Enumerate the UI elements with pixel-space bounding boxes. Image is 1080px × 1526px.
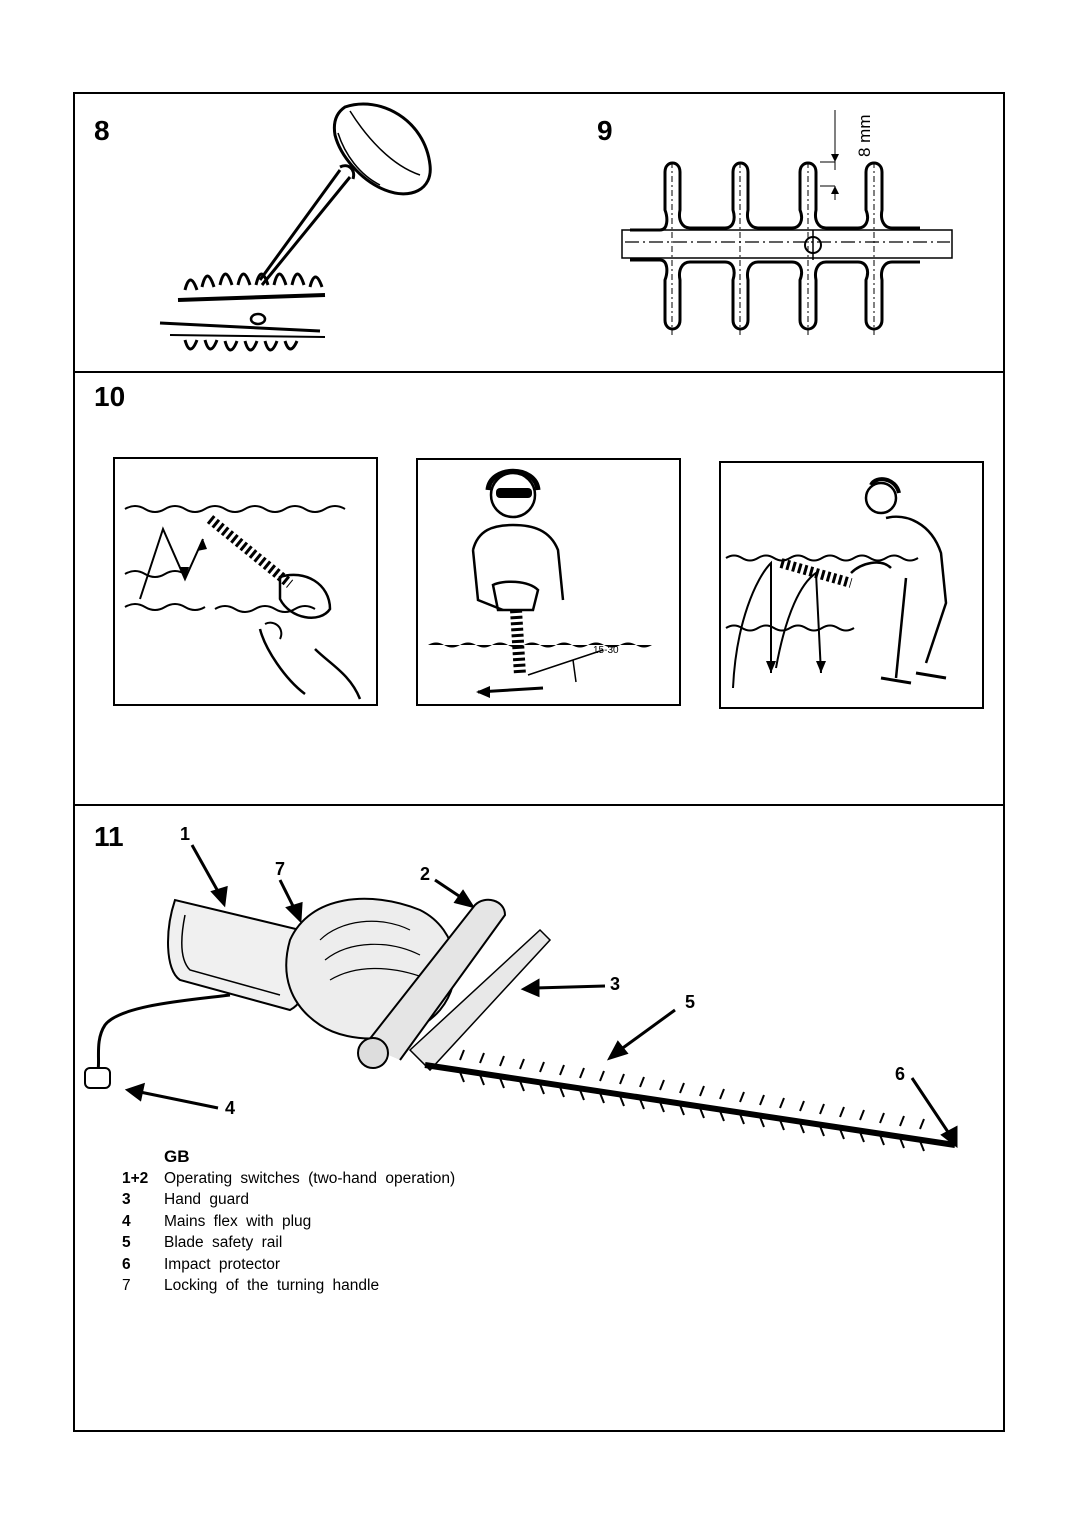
legend-key: 4 — [122, 1212, 131, 1230]
legend-key: 3 — [122, 1191, 131, 1208]
page-frame — [73, 92, 1005, 1432]
divider-middle — [73, 804, 1005, 806]
callout-7: 7 — [275, 859, 285, 879]
legend-text: Blade safety rail — [164, 1234, 283, 1251]
legend-row: 1+2 Operating switches (two-hand operati… — [122, 1168, 455, 1190]
figure-9-blade-diagram — [621, 110, 953, 335]
legend-language: GB — [164, 1147, 190, 1166]
figure-10-panel-vertical-cut — [113, 457, 378, 706]
figure-8-oilcan-illustration — [159, 102, 432, 352]
figure-10-panel-top-cut: 15-30 — [416, 458, 681, 706]
callout-3: 3 — [610, 974, 620, 994]
callout-5: 5 — [685, 992, 695, 1012]
callout-2: 2 — [420, 864, 430, 884]
legend-key: 6 — [122, 1255, 131, 1273]
callout-1: 1 — [180, 824, 190, 844]
callout-6: 6 — [895, 1064, 905, 1084]
figure-9-number: 9 — [597, 115, 613, 146]
legend-text: Hand guard — [164, 1191, 250, 1208]
legend-row: 7 Locking of the turning handle — [122, 1275, 455, 1297]
legend-text: Mains flex with plug — [164, 1212, 312, 1230]
legend-text: Operating switches (two-hand operation) — [164, 1169, 456, 1187]
legend-row: 5 Blade safety rail — [122, 1232, 455, 1254]
figure-11-number: 11 — [94, 821, 124, 852]
legend-text: Impact protector — [164, 1255, 280, 1273]
figure-10-panel-side-cut — [719, 461, 984, 709]
legend-text: Locking of the turning handle — [164, 1277, 380, 1294]
legend-key: 1+2 — [122, 1169, 149, 1187]
figure-11-hedge-trimmer-illustration: 1 7 2 3 5 4 6 — [84, 824, 958, 1152]
legend-row: 4 Mains flex with plug — [122, 1211, 455, 1233]
legend: GB 1+2 Operating switches (two-hand oper… — [122, 1146, 455, 1297]
legend-row: 3 Hand guard — [122, 1189, 455, 1211]
legend-row: 6 Impact protector — [122, 1254, 455, 1276]
callout-4: 4 — [225, 1098, 235, 1118]
legend-key: 5 — [122, 1234, 131, 1251]
divider-top — [73, 371, 1005, 373]
angle-label: 15-30 — [593, 645, 619, 656]
figure-8-number: 8 — [94, 115, 110, 146]
legend-key: 7 — [122, 1277, 131, 1294]
figure-10-number: 10 — [94, 381, 126, 412]
